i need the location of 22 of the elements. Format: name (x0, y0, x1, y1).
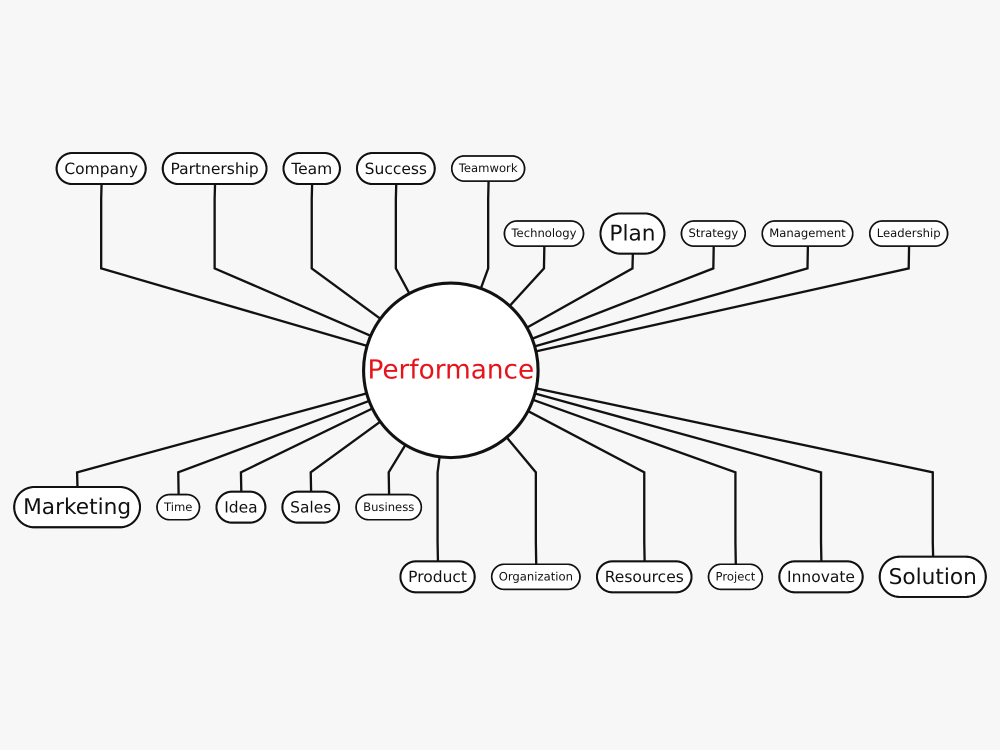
connector (100, 184, 368, 348)
connector (508, 246, 546, 307)
connector (534, 392, 823, 562)
connector (536, 246, 910, 353)
connector (480, 181, 490, 289)
node-circle: Performance (362, 282, 540, 460)
connector (536, 387, 934, 558)
connector (240, 407, 373, 492)
connector (526, 254, 634, 329)
connector (76, 392, 367, 488)
connector (388, 444, 406, 495)
connector (310, 184, 382, 320)
connector (506, 436, 538, 565)
connector (177, 400, 370, 495)
connector (532, 246, 715, 340)
connector (213, 184, 372, 337)
connector (527, 410, 646, 562)
connector (310, 420, 381, 492)
connector (436, 456, 441, 562)
connector (394, 184, 410, 294)
connector (532, 398, 737, 565)
connector (534, 246, 810, 348)
